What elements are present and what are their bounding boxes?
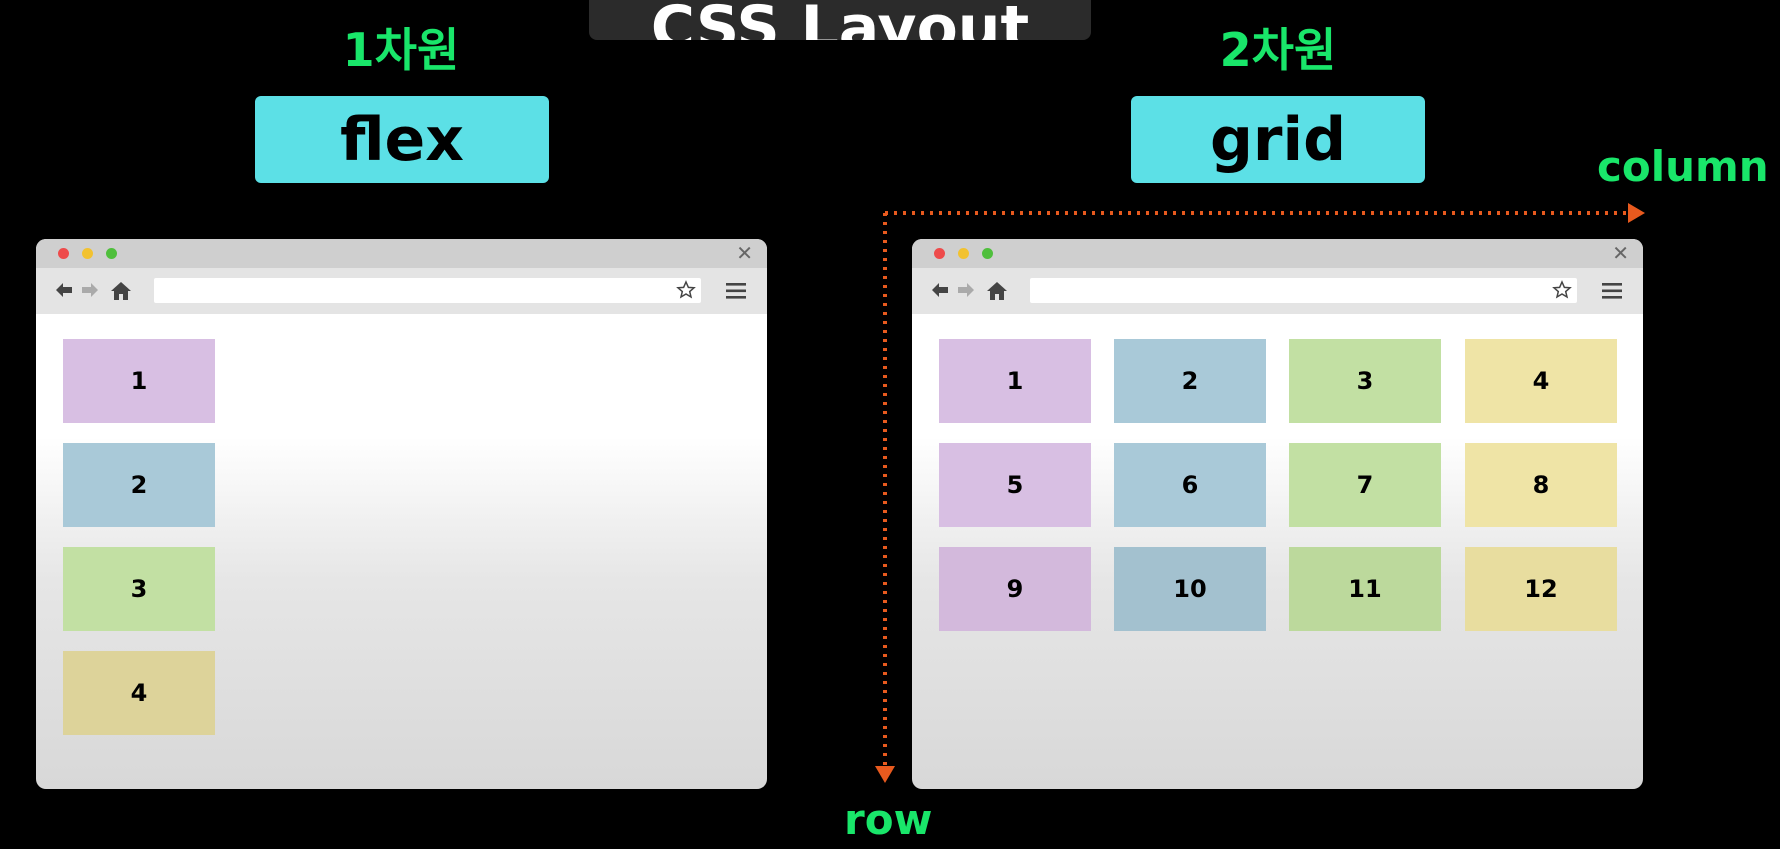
flex-item: 4: [63, 651, 215, 735]
browser-titlebar: ✕: [912, 239, 1643, 268]
flex-item: 3: [63, 547, 215, 631]
grid-browser-window: ✕ 1 2 3 4 5 6 7 8 9 10 11: [912, 239, 1643, 789]
column-arrowhead-icon: [1628, 203, 1645, 223]
back-arrow-icon[interactable]: [930, 280, 950, 300]
grid-item: 6: [1114, 443, 1266, 527]
grid-item: 1: [939, 339, 1091, 423]
grid-item: 11: [1289, 547, 1441, 631]
back-arrow-icon[interactable]: [54, 280, 74, 300]
menu-icon[interactable]: [1601, 282, 1623, 300]
right-dimension-label: 2차원: [1219, 23, 1337, 77]
grid-item: 7: [1289, 443, 1441, 527]
star-icon[interactable]: [1552, 280, 1572, 300]
flex-browser-window: ✕ 1 2 3 4: [36, 239, 767, 789]
address-bar[interactable]: [154, 278, 701, 303]
flex-item: 2: [63, 443, 215, 527]
grid-item: 4: [1465, 339, 1617, 423]
left-dimension-label: 1차원: [342, 23, 460, 77]
grid-item: 8: [1465, 443, 1617, 527]
maximize-dot-icon[interactable]: [106, 248, 117, 259]
minimize-dot-icon[interactable]: [82, 248, 93, 259]
row-arrowhead-icon: [875, 766, 895, 783]
menu-icon[interactable]: [725, 282, 747, 300]
grid-item: 3: [1289, 339, 1441, 423]
close-icon[interactable]: ✕: [1612, 241, 1629, 265]
home-icon[interactable]: [110, 280, 132, 302]
row-axis-label: row: [844, 795, 933, 844]
forward-arrow-icon[interactable]: [956, 280, 976, 300]
close-dot-icon[interactable]: [58, 248, 69, 259]
close-icon[interactable]: ✕: [736, 241, 753, 265]
flex-item: 1: [63, 339, 215, 423]
grid-item: 5: [939, 443, 1091, 527]
browser-toolbar: [912, 268, 1643, 314]
grid-item: 9: [939, 547, 1091, 631]
home-icon[interactable]: [986, 280, 1008, 302]
maximize-dot-icon[interactable]: [982, 248, 993, 259]
banner-title: CSS Layout: [650, 0, 1030, 40]
grid-item: 10: [1114, 547, 1266, 631]
star-icon[interactable]: [676, 280, 696, 300]
browser-toolbar: [36, 268, 767, 314]
grid-item: 12: [1465, 547, 1617, 631]
column-axis-label: column: [1597, 142, 1769, 191]
grid-item: 2: [1114, 339, 1266, 423]
minimize-dot-icon[interactable]: [958, 248, 969, 259]
close-dot-icon[interactable]: [934, 248, 945, 259]
address-bar[interactable]: [1030, 278, 1577, 303]
flex-pill: flex: [255, 96, 549, 183]
forward-arrow-icon[interactable]: [80, 280, 100, 300]
grid-pill: grid: [1131, 96, 1425, 183]
browser-titlebar: ✕: [36, 239, 767, 268]
top-banner: CSS Layout: [589, 0, 1091, 40]
